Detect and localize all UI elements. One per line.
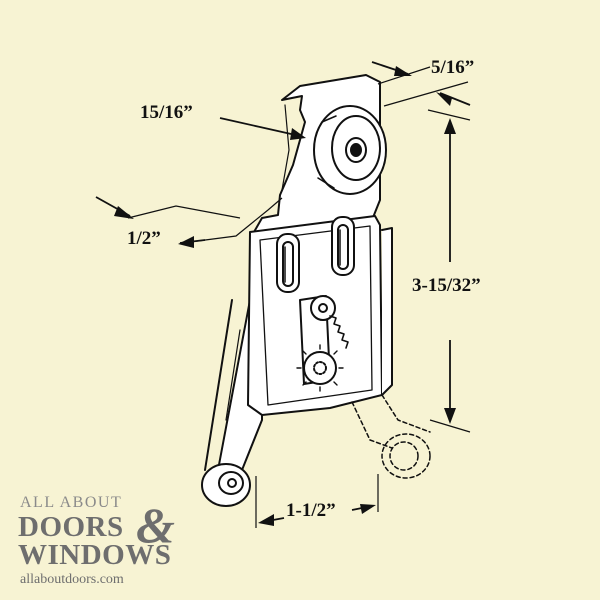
dimension-label-offset: 1/2” (127, 228, 161, 249)
dimension-label-spacing: 1-1/2” (286, 500, 336, 521)
dimension-label-roller-width: 5/16” (431, 57, 475, 78)
top-roller (313, 105, 387, 195)
logo-ampersand: & (136, 497, 175, 553)
dimension-label-height: 3-15/32” (412, 275, 481, 296)
dimension-label-roller-diameter: 15/16” (140, 102, 193, 123)
adjuster-gear (296, 295, 349, 392)
dimension-lines (95, 61, 471, 528)
adjustment-slot-left (276, 233, 300, 293)
logo-line-all-about: ALL ABOUT (20, 494, 123, 511)
logo-line-windows: WINDOWS (18, 539, 172, 571)
phantom-roller (351, 394, 431, 479)
bottom-roller (201, 463, 251, 507)
logo-line-doors: DOORS (18, 511, 124, 543)
adjustment-slot-right (331, 216, 355, 276)
logo-url: allaboutdoors.com (20, 572, 124, 587)
brand-logo: ALL ABOUT DOORS & WINDOWS allaboutdoors.… (18, 494, 198, 590)
